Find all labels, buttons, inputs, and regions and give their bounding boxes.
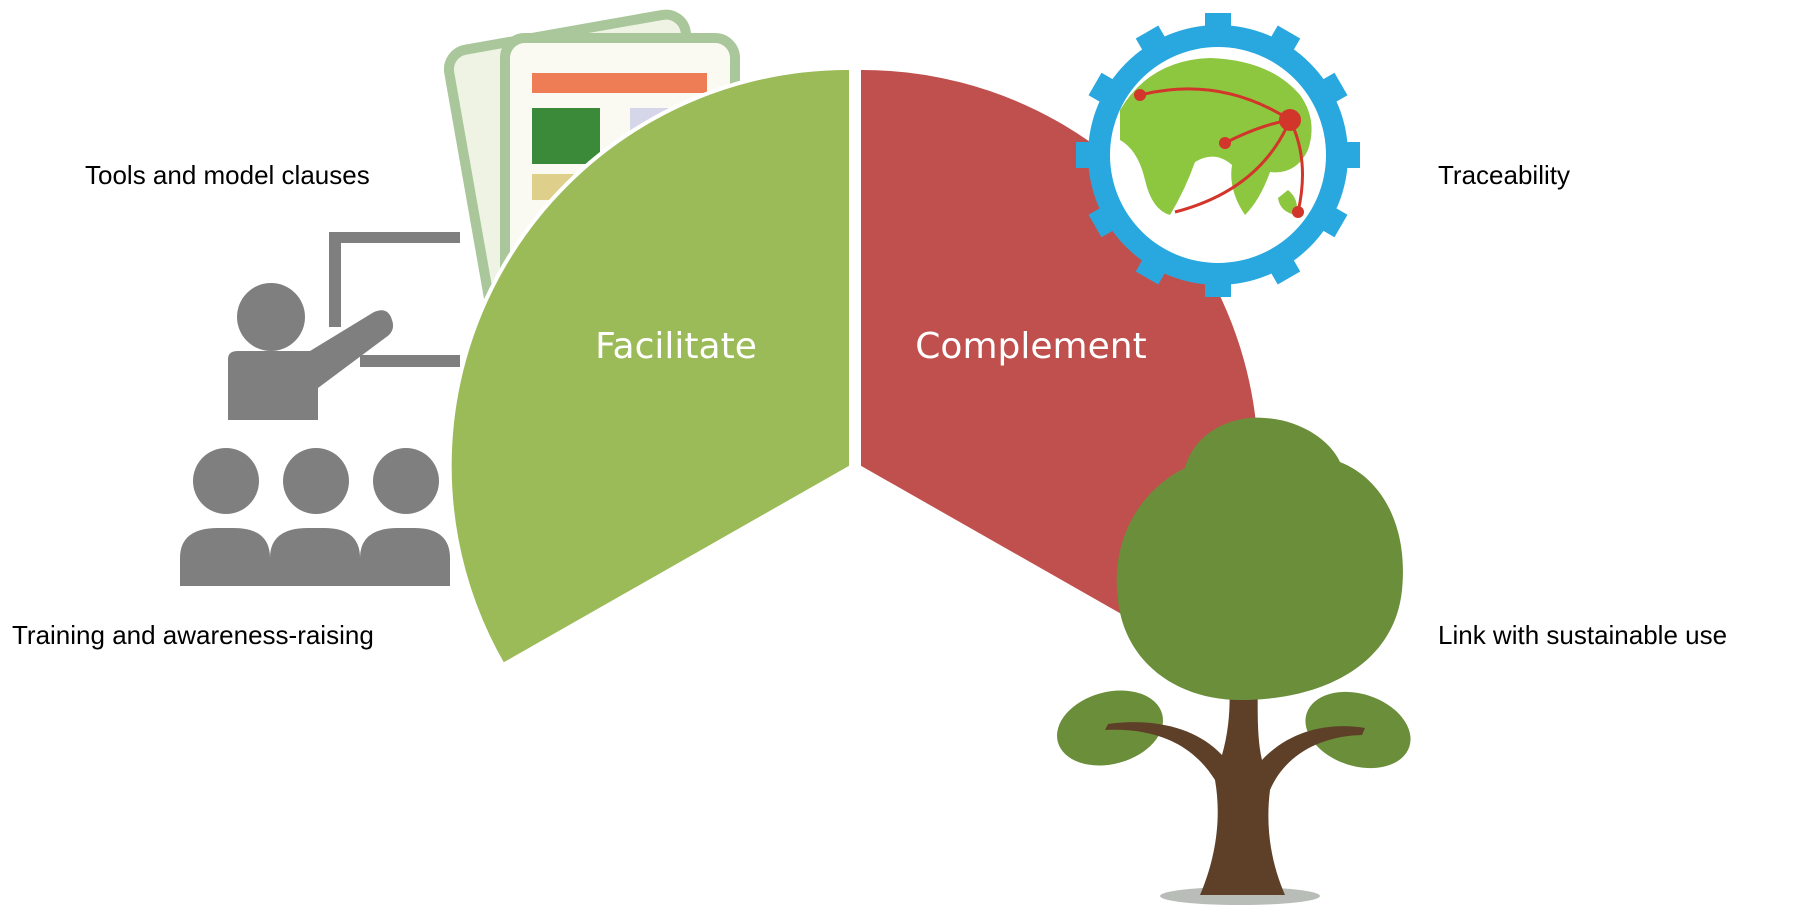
facilitate-segment [447, 65, 853, 668]
tree-icon [1057, 417, 1411, 905]
complement-label: Complement [915, 326, 1146, 367]
globe-gear-icon [1076, 13, 1360, 297]
presenter-audience-icon [180, 232, 460, 586]
tools-model-clauses-label: Tools and model clauses [85, 160, 370, 190]
traceability-label: Traceability [1438, 160, 1570, 190]
sustainable-use-label: Link with sustainable use [1438, 620, 1728, 650]
facilitate-label: Facilitate [595, 326, 757, 367]
training-awareness-label: Training and awareness-raising [12, 620, 374, 650]
